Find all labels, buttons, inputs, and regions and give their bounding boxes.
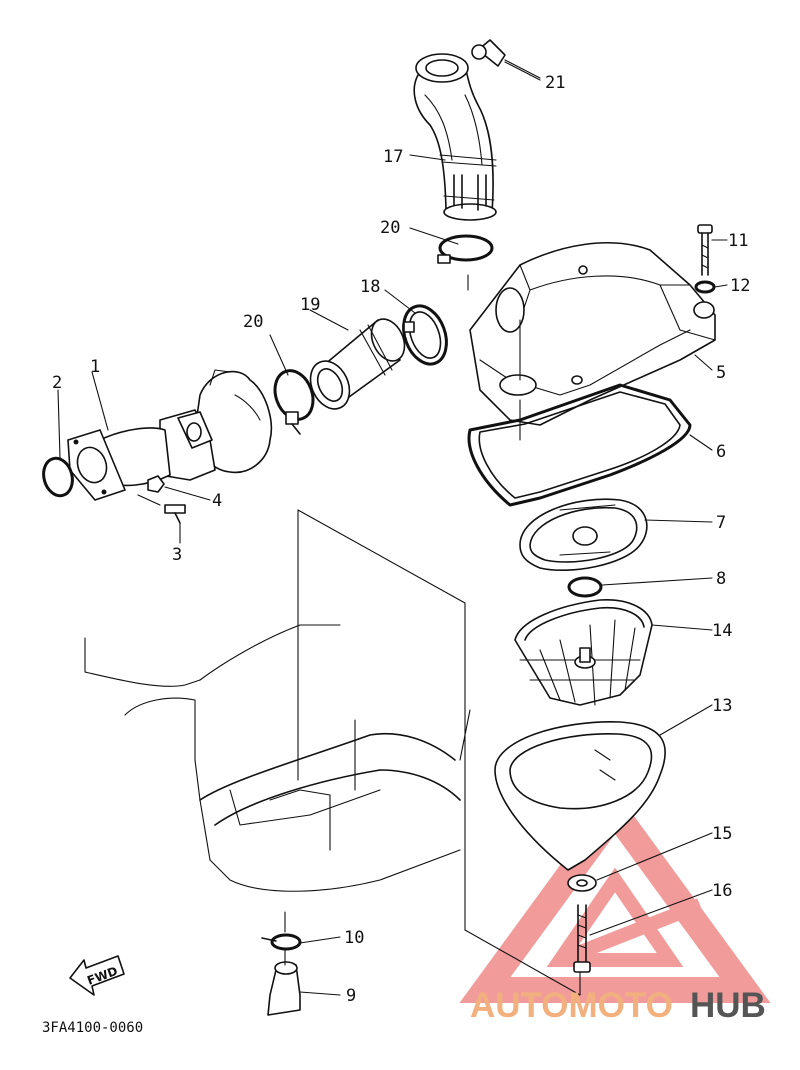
callout-21: 21 <box>545 73 565 93</box>
part-2-o-ring <box>42 456 74 498</box>
body-frame-outline <box>84 624 471 892</box>
callout-19: 19 <box>300 295 320 315</box>
part-15-washer <box>567 874 597 892</box>
callout-3: 3 <box>172 545 182 565</box>
part-19-joint <box>309 318 406 410</box>
callout-8: 8 <box>716 569 726 589</box>
assembly-guide-lines <box>137 274 581 996</box>
callout-18: 18 <box>360 277 380 297</box>
part-8-o-ring <box>567 576 603 598</box>
watermark-logo <box>459 789 771 1003</box>
part-17-intake-duct <box>413 53 497 221</box>
callout-13: 13 <box>712 696 732 716</box>
callout-labels: 1 2 3 4 5 6 7 8 9 10 11 12 13 14 15 16 1… <box>52 73 750 1006</box>
part-3-bolt <box>164 504 186 524</box>
callout-leaders <box>57 61 728 996</box>
part-13-filter-element <box>494 721 666 871</box>
callout-7: 7 <box>716 513 726 533</box>
part-20-hose-clamp-lower <box>273 369 315 435</box>
part-16-screw <box>573 904 591 973</box>
fwd-arrow: FWD <box>69 955 125 996</box>
callout-15: 15 <box>712 824 732 844</box>
callout-12: 12 <box>730 276 750 296</box>
watermark-part2: HUB <box>690 986 766 1025</box>
part-4-nut <box>147 475 165 493</box>
callout-11: 11 <box>728 231 748 251</box>
part-6-gasket <box>467 383 692 507</box>
part-12-washer <box>694 280 716 294</box>
part-10-clip <box>261 933 302 951</box>
callout-1: 1 <box>90 357 100 377</box>
callout-17: 17 <box>383 147 403 167</box>
callout-9: 9 <box>346 986 356 1006</box>
part-1-carb-joint <box>67 409 216 501</box>
part-5-air-cleaner-case <box>469 241 716 426</box>
part-11-bolt <box>697 224 713 276</box>
part-18-band <box>402 304 448 366</box>
part-21-elbow-fitting <box>471 39 541 79</box>
drawing-code: 3FA4100-0060 <box>42 1020 143 1036</box>
part-20-hose-clamp-upper <box>409 227 494 264</box>
callout-20-upper: 20 <box>380 218 400 238</box>
callout-14: 14 <box>712 621 732 641</box>
part-14-element-cage <box>514 599 653 706</box>
callout-20-lower: 20 <box>243 312 263 332</box>
callout-16: 16 <box>712 881 732 901</box>
part-7-filter-screen <box>519 498 648 571</box>
callout-10: 10 <box>344 928 364 948</box>
callout-2: 2 <box>52 373 62 393</box>
watermark-part1: AUTOMOTO <box>470 986 673 1025</box>
callout-4: 4 <box>212 491 222 511</box>
part-9-drain-cap <box>267 961 301 1016</box>
callout-6: 6 <box>716 442 726 462</box>
callout-5: 5 <box>716 363 726 383</box>
watermark-text: AUTOMOTO HUB <box>470 986 766 1025</box>
